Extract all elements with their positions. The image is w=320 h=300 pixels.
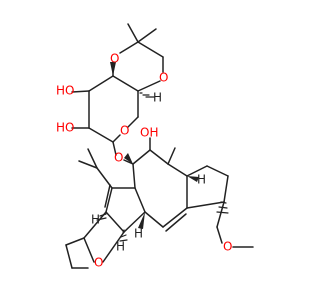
sugar-wedge — [110, 62, 116, 76]
atom-label-o: O — [110, 52, 119, 66]
core-hash-2 — [119, 229, 128, 242]
atom-label-oh: OH — [140, 126, 158, 140]
atom-label-h: H — [134, 227, 143, 241]
core-hash-3 — [216, 201, 229, 214]
atom-label-h: H — [91, 213, 100, 227]
sugar-hash — [139, 92, 155, 98]
core-wedge-2 — [138, 212, 145, 229]
structure-canvas: HO HO O O O O OH O O H H H H H — [56, 23, 254, 270]
atom-label-o: O — [114, 151, 123, 165]
sugar-bonds — [71, 23, 164, 156]
atom-label-o: O — [159, 71, 168, 85]
core-hash-1 — [96, 213, 107, 221]
molecule-structure: HO HO O O O O OH O O H H H H H — [56, 23, 254, 270]
core-wedge-1 — [124, 153, 133, 164]
atom-label-ho: HO — [56, 121, 74, 135]
atom-label-h: H — [153, 91, 162, 105]
atom-label-ho: HO — [56, 84, 74, 98]
atom-label-o: O — [94, 256, 103, 270]
atom-label-o: O — [120, 124, 129, 138]
atom-label-h: H — [116, 240, 125, 254]
core-bonds — [65, 137, 254, 269]
core-wedge-3 — [187, 176, 199, 182]
atom-label-o: O — [223, 240, 232, 254]
atom-label-h: H — [197, 173, 206, 187]
